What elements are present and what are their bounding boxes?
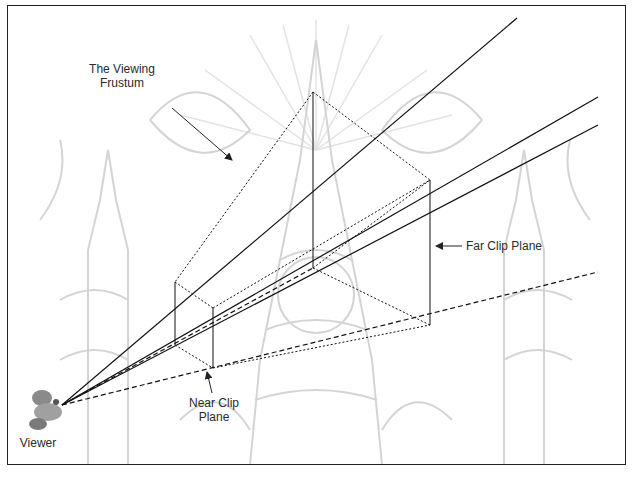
viewer-label: Viewer [8,436,68,450]
viewer-icon [29,390,62,430]
watermark-emblem [40,20,590,465]
far-plane-label: Far Clip Plane [466,239,566,253]
frame [8,6,626,465]
leader-lines [172,108,462,393]
near-plane-label: Near Clip Plane [184,396,244,424]
far-clip-plane [175,92,430,325]
frustum-rays [62,18,598,405]
frustum-label: The Viewing Frustum [77,62,167,90]
near-clip-plane [175,180,430,368]
